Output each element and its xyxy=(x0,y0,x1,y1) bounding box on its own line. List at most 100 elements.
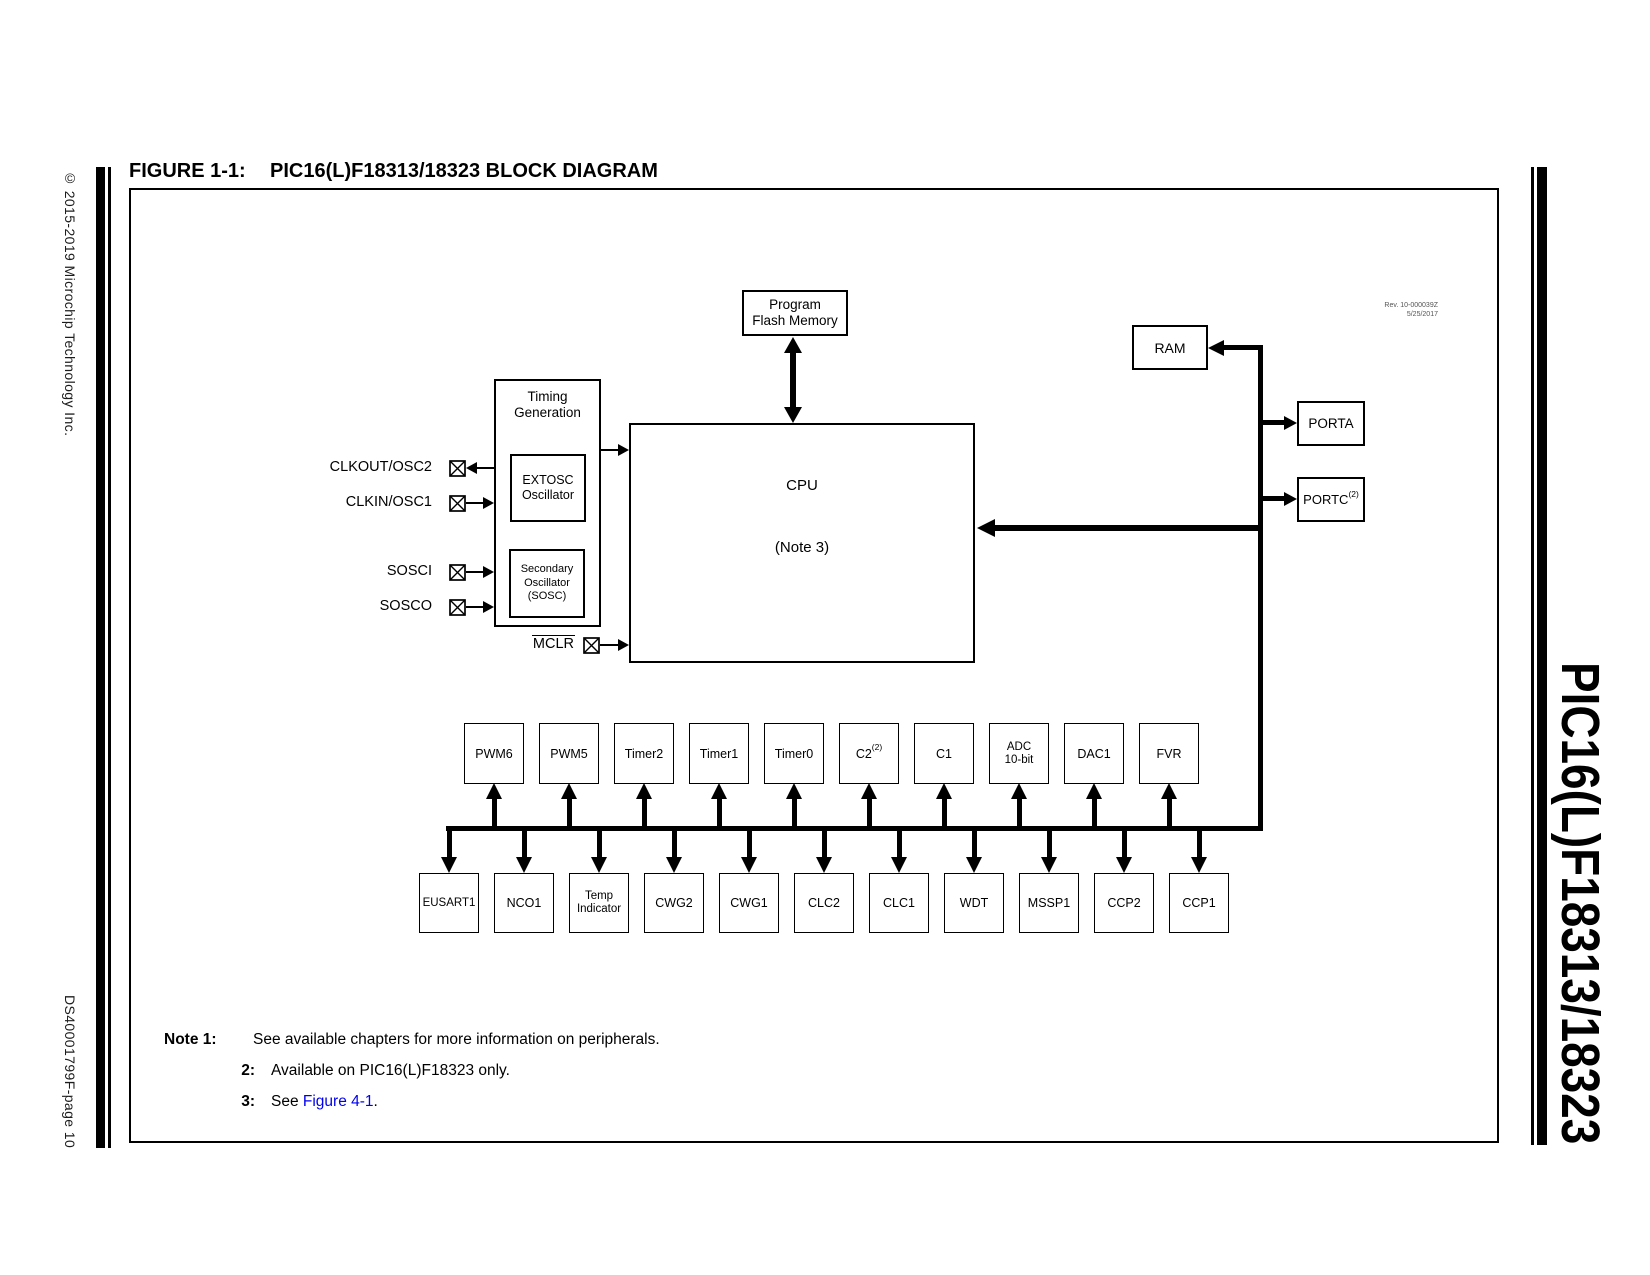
up-arrowhead xyxy=(1011,783,1027,799)
pin-pad-icon xyxy=(449,564,466,581)
up-arrowhead xyxy=(861,783,877,799)
bus-down-line xyxy=(671,828,677,859)
block-c1: C1 xyxy=(914,723,974,784)
block-c2: C2(2) xyxy=(839,723,899,784)
down-arrowhead xyxy=(1116,857,1132,873)
down-arrowhead xyxy=(441,857,457,873)
block-dac1: DAC1 xyxy=(1064,723,1124,784)
doc-page-number: DS40001799F-page 10 xyxy=(62,994,78,1148)
bus-up-line xyxy=(566,797,572,828)
block-extosc-oscillator: EXTOSC Oscillator xyxy=(510,454,586,522)
block-secondary-oscillator: Secondary Oscillator (SOSC) xyxy=(509,549,585,618)
diagram-frame xyxy=(129,188,1499,1143)
pin-pad-icon xyxy=(449,599,466,616)
up-arrowhead xyxy=(1161,783,1177,799)
pin-label-sosco: SOSCO xyxy=(379,598,432,614)
up-arrowhead xyxy=(486,783,502,799)
pin-label-mclr: MCLR xyxy=(531,635,575,652)
block-ccp2: CCP2 xyxy=(1094,873,1154,933)
block-porta: PORTA xyxy=(1297,401,1365,446)
up-arrowhead xyxy=(561,783,577,799)
cpu-label: CPU xyxy=(786,477,818,494)
right-border-bar-thin xyxy=(1531,167,1534,1145)
left-border-bar-thin xyxy=(108,167,111,1148)
note3-pre: See xyxy=(271,1093,303,1110)
down-arrowhead xyxy=(816,857,832,873)
bus-up-line xyxy=(641,797,647,828)
down-arrowhead xyxy=(516,857,532,873)
up-arrowhead xyxy=(786,783,802,799)
part-number-sidebar: PIC16(L)F18313/18323 xyxy=(1550,662,1610,1145)
block-clc1: CLC1 xyxy=(869,873,929,933)
figure-4-1-link[interactable]: Figure 4-1 xyxy=(302,1093,374,1110)
block-cwg2: CWG2 xyxy=(644,873,704,933)
figure-label: FIGURE 1-1: xyxy=(129,160,246,182)
left-border-bar-thick xyxy=(96,167,105,1148)
bus-vertical-line xyxy=(1258,345,1263,831)
down-arrowhead xyxy=(1191,857,1207,873)
note3-text: See Figure 4-1. xyxy=(271,1093,378,1111)
block-mssp1: MSSP1 xyxy=(1019,873,1079,933)
block-portc: PORTC(2) xyxy=(1297,477,1365,522)
note1-text: See available chapters for more informat… xyxy=(253,1031,660,1048)
up-arrowhead xyxy=(1086,783,1102,799)
down-arrowhead xyxy=(591,857,607,873)
block-clc2: CLC2 xyxy=(794,873,854,933)
block-ram: RAM xyxy=(1132,325,1208,370)
note3-post: . xyxy=(373,1093,378,1110)
block-pwm5: PWM5 xyxy=(539,723,599,784)
bus-down-line xyxy=(1121,828,1127,859)
right-border-bar-thick xyxy=(1537,167,1547,1145)
up-arrowhead xyxy=(711,783,727,799)
block-cwg1: CWG1 xyxy=(719,873,779,933)
down-arrowhead xyxy=(1041,857,1057,873)
bus-down-line xyxy=(896,828,902,859)
bus-up-line xyxy=(491,797,497,828)
block-program-flash-memory: Program Flash Memory xyxy=(742,290,848,336)
block-eusart1: EUSART1 xyxy=(419,873,479,933)
bus-down-line xyxy=(971,828,977,859)
bus-up-line xyxy=(1166,797,1172,828)
block-timer2: Timer2 xyxy=(614,723,674,784)
pin-pad-icon xyxy=(449,495,466,512)
bus-down-line xyxy=(521,828,527,859)
bus-up-line xyxy=(716,797,722,828)
cpu-note: (Note 3) xyxy=(774,539,830,556)
bus-up-line xyxy=(791,797,797,828)
down-arrowhead xyxy=(741,857,757,873)
bus-up-line xyxy=(1016,797,1022,828)
bus-down-line xyxy=(821,828,827,859)
up-arrowhead xyxy=(936,783,952,799)
block-timer0: Timer0 xyxy=(764,723,824,784)
pin-label-clkin-osc1: CLKIN/OSC1 xyxy=(345,494,432,510)
note2-label: 2: xyxy=(241,1062,255,1079)
down-arrowhead xyxy=(891,857,907,873)
bus-up-line xyxy=(866,797,872,828)
pin-label-clkout-osc2: CLKOUT/OSC2 xyxy=(329,459,432,475)
note1-label: Note 1: xyxy=(164,1031,217,1048)
bus-up-line xyxy=(1091,797,1097,828)
note2-text: Available on PIC16(L)F18323 only. xyxy=(271,1062,510,1079)
bus-down-line xyxy=(596,828,602,859)
bus-horizontal-line xyxy=(446,826,1263,831)
block-nco1: NCO1 xyxy=(494,873,554,933)
block-ccp1: CCP1 xyxy=(1169,873,1229,933)
note3-label: 3: xyxy=(241,1093,255,1110)
pin-label-sosci: SOSCI xyxy=(386,563,432,579)
down-arrowhead xyxy=(966,857,982,873)
pin-pad-icon xyxy=(583,637,600,654)
up-arrowhead xyxy=(636,783,652,799)
bus-down-line xyxy=(746,828,752,859)
pin-pad-icon xyxy=(449,460,466,477)
block-fvr: FVR xyxy=(1139,723,1199,784)
block-wdt: WDT xyxy=(944,873,1004,933)
bus-down-line xyxy=(1046,828,1052,859)
bus-down-line xyxy=(1196,828,1202,859)
figure-title: PIC16(L)F18313/18323 BLOCK DIAGRAM xyxy=(270,160,658,182)
block-cpu: CPU (Note 3) xyxy=(629,423,975,663)
revision-note: Rev. 10-000039Z 5/25/2017 xyxy=(1384,302,1438,318)
bus-up-line xyxy=(941,797,947,828)
